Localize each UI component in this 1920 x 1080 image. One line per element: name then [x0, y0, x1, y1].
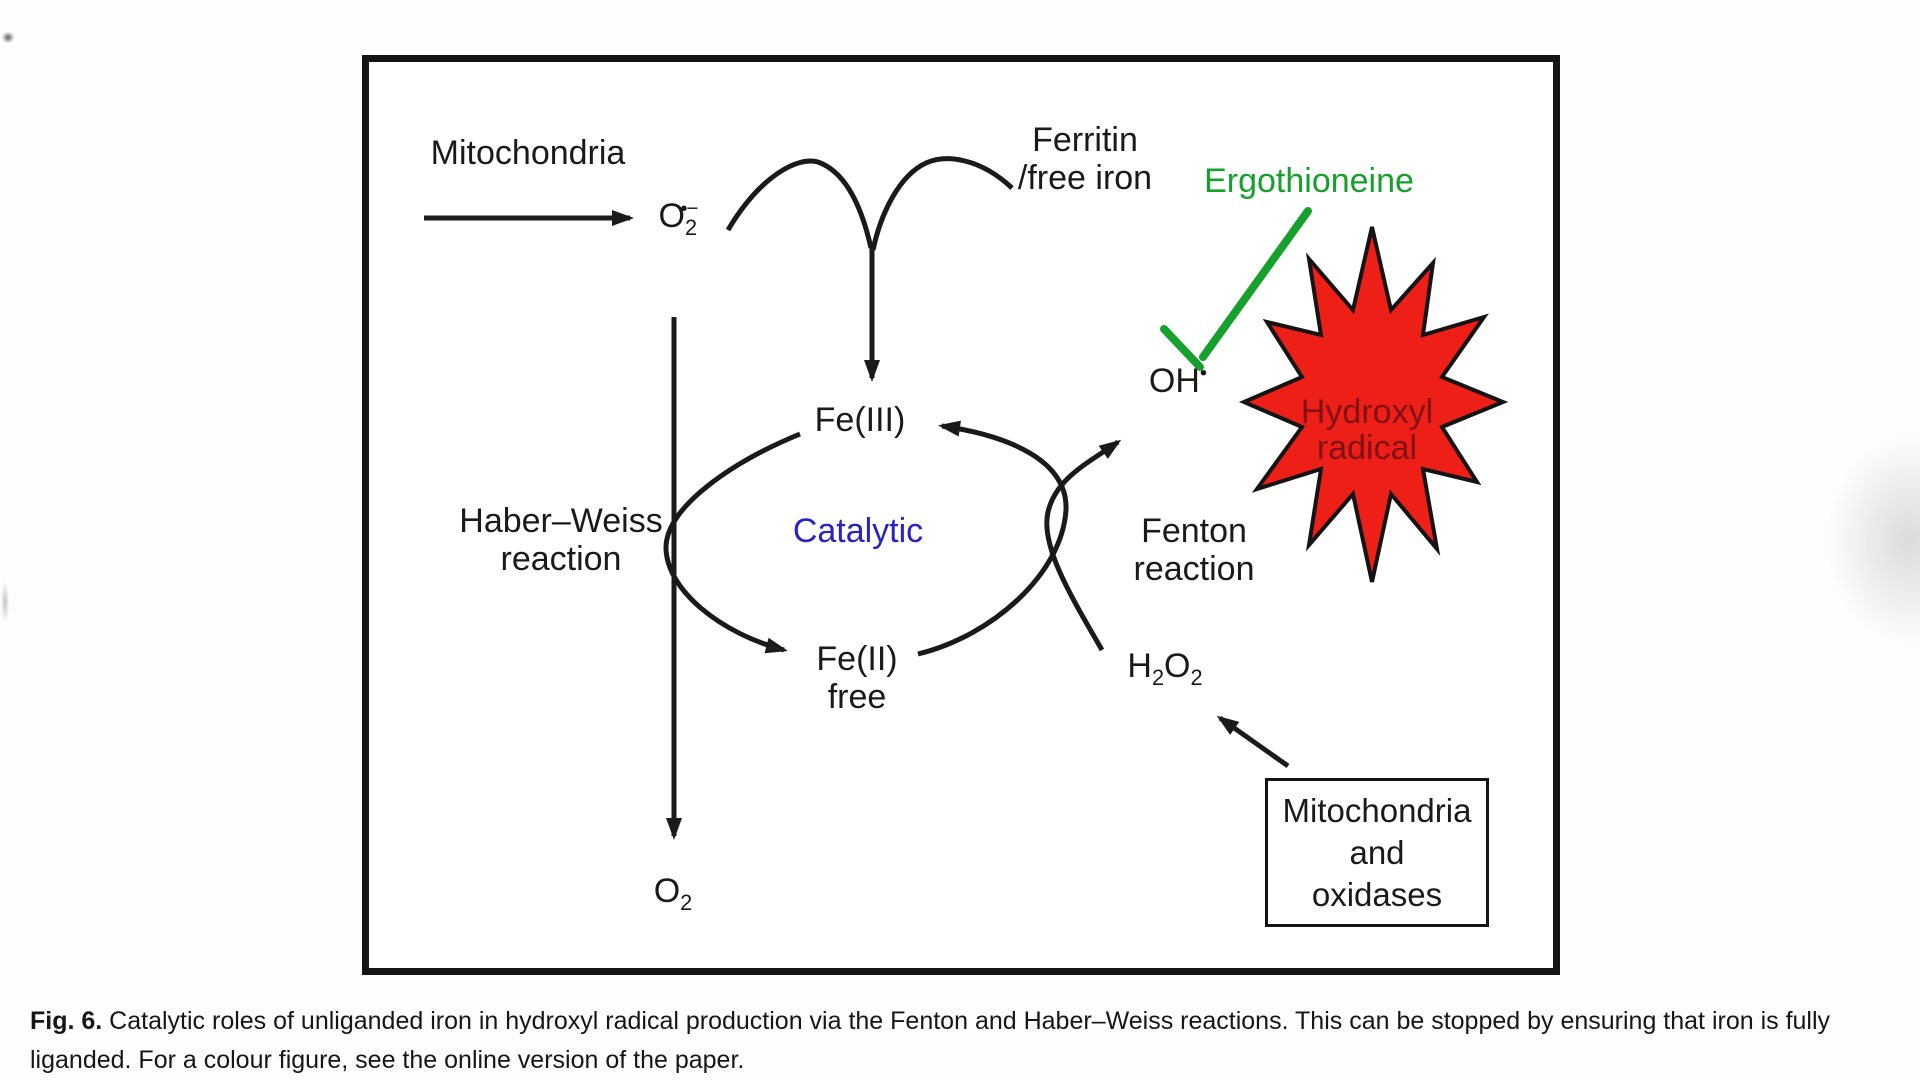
arrow-oxidases-to-h2o2 — [1216, 715, 1290, 769]
fenton-line1: Fenton — [1141, 512, 1247, 550]
oh-radical-dot: • — [1199, 362, 1208, 385]
h2o2-sub1: 2 — [1151, 664, 1165, 690]
superoxide-base: O — [658, 197, 686, 235]
fenton-line2: reaction — [1133, 550, 1255, 588]
oh-base: OH — [1148, 362, 1200, 400]
o2-subscript: 2 — [680, 889, 693, 915]
superoxide-radical-charge: •− — [680, 197, 698, 220]
funnel-curve-from-superoxide — [725, 158, 874, 249]
hydroxyl-line1: Hydroxyl — [1300, 393, 1434, 431]
oh-radical-label: OH• — [1149, 362, 1207, 400]
h2o2-h: H — [1127, 647, 1152, 685]
ferritin-line1: Ferritin — [1032, 121, 1138, 159]
scan-smudge — [1795, 395, 1920, 685]
hydroxyl-line2: radical — [1316, 429, 1418, 467]
o2-base: O — [653, 872, 681, 910]
fenton-reaction-label: Fenton reaction — [1134, 512, 1255, 588]
ergothioneine-inhibition-bar — [1160, 325, 1204, 371]
fe2-free-label: Fe(II) free — [816, 640, 897, 716]
figure-number: Fig. 6. — [30, 1007, 103, 1035]
mitochondria-top-label: Mitochondria — [430, 134, 626, 172]
ferritin-label: Ferritin /free iron — [1018, 121, 1152, 197]
mitochondria-oxidases-box: Mitochondria and oxidases — [1265, 778, 1489, 927]
ergothioneine-label: Ergothioneine — [1204, 162, 1414, 200]
figure-caption-line2: liganded. For a colour figure, see the o… — [30, 1046, 745, 1074]
superoxide-subscript: 2 — [685, 214, 698, 240]
arrow-fe2-to-fe3-cycle — [917, 420, 1069, 657]
fe2-line1: Fe(II) — [816, 640, 898, 678]
funnel-curve-from-ferritin — [870, 156, 1014, 251]
o2-bottom-label: O2 — [653, 872, 693, 913]
ferritin-line2: /free iron — [1017, 159, 1153, 197]
arrow-h2o2-to-oh — [1044, 439, 1122, 652]
superoxide-label: O2•− — [658, 197, 699, 238]
h2o2-label: H2O2 — [1127, 647, 1202, 688]
h2o2-o: O — [1164, 647, 1191, 685]
box-line3: oxidases — [1311, 875, 1443, 913]
haber-weiss-line1: Haber–Weiss — [459, 502, 663, 540]
scan-artifact-top-left — [0, 30, 16, 45]
scan-artifact-left — [0, 578, 10, 626]
caption-text-line1: Catalytic roles of unliganded iron in hy… — [102, 1007, 1831, 1035]
figure-caption-line1: Fig. 6. Catalytic roles of unliganded ir… — [30, 1007, 1830, 1036]
arrow-fe3-to-fe2-cycle — [663, 431, 801, 654]
ergothioneine-inhibition-line — [1199, 207, 1312, 361]
haber-weiss-line2: reaction — [500, 540, 622, 578]
haber-weiss-label: Haber–Weiss reaction — [459, 502, 662, 578]
catalytic-label: Catalytic — [792, 512, 924, 550]
fe3-label: Fe(III) — [814, 401, 906, 439]
box-line1: Mitochondria — [1282, 791, 1472, 829]
box-line2: and — [1349, 833, 1405, 871]
hydroxyl-radical-starburst — [1238, 226, 1509, 583]
h2o2-sub2: 2 — [1190, 664, 1203, 690]
fe2-line2: free — [827, 678, 887, 716]
hydroxyl-radical-label: Hydroxyl radical — [1301, 394, 1433, 466]
